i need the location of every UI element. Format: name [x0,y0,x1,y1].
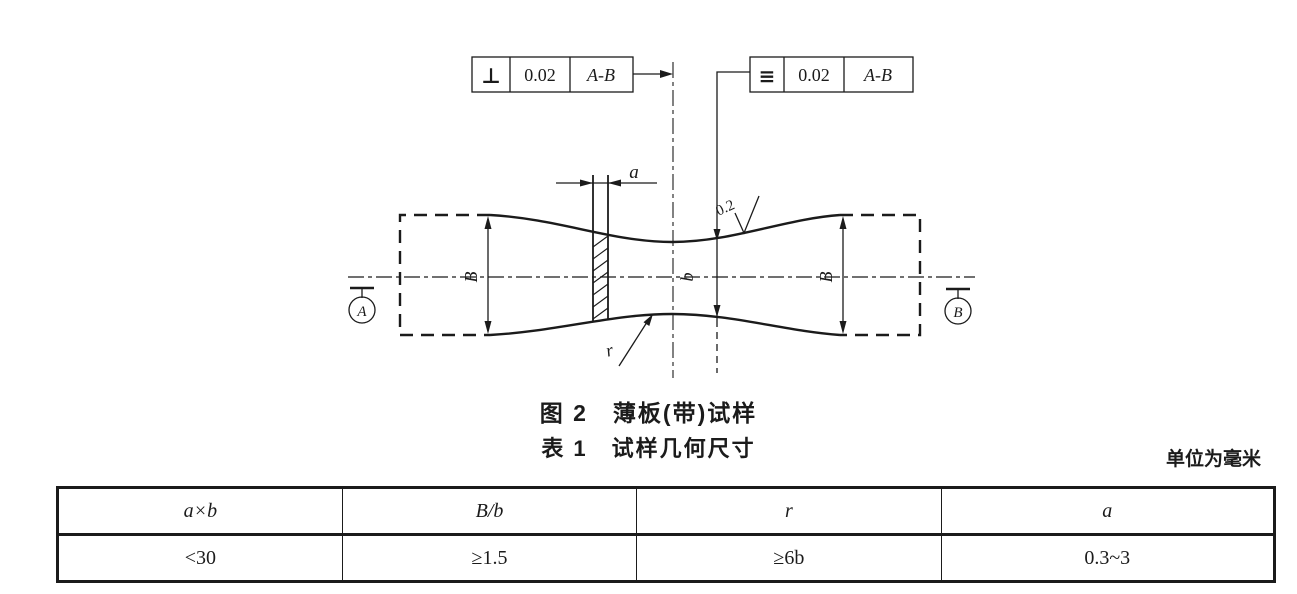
perpendicularity-frame: ⊥ 0.02 A-B [471,56,673,93]
dimensions-table: a×b B/b r a <30 ≥1.5 ≥6b 0.3~3 [56,486,1276,583]
datum-b-label: B [953,305,962,321]
section-strip [592,175,609,321]
col-header-axb: a×b [57,487,343,536]
table-title: 表 1 试样几何尺寸 [541,436,756,461]
specimen-drawing: ⊥ 0.02 A-B ≡ 0.02 A-B [348,56,975,378]
datum-a-circle [348,296,376,324]
grip-width-right-dimension: B [816,216,847,334]
cell-a: 0.3~3 [940,534,1276,582]
datum-reference: A-B [863,65,892,85]
roughness-icon-value: 0.2 [714,197,738,219]
datum-reference: A-B [586,65,615,85]
col-header-b-over-b: B/b [341,487,638,536]
right-grip-dashed [840,213,922,337]
datum-b: B [944,287,972,325]
datum-a: A [348,286,376,324]
datum-a-label: A [356,304,367,320]
radius-leader: r [603,314,653,367]
table-row: <30 ≥1.5 ≥6b 0.3~3 [57,534,1276,582]
cell-r: ≥6b [636,534,942,582]
symmetry-icon: ≡ [759,64,776,88]
datum-b-circle [944,297,972,325]
fillet-radius-label: r [603,339,616,360]
col-header-r: r [636,487,942,536]
b-dimension: b [677,236,721,373]
hatch-lines [592,235,609,320]
cell-axb: <30 [57,534,343,582]
table-header-row: a×b B/b r a [57,487,1276,536]
col-header-a: a [940,487,1276,536]
neck-width-label: b [677,273,697,282]
figure-caption: 图 2 薄板(带)试样 [539,400,758,426]
left-grip-dashed [398,213,490,337]
tolerance-value: 0.02 [524,65,556,85]
perpendicularity-icon: ⊥ [481,64,500,88]
thickness-label: a [629,162,639,183]
unit-note: 单位为毫米 [1165,449,1261,470]
cell-b-over-b: ≥1.5 [341,534,638,582]
grip-width-right-label: B [816,272,836,283]
specimen-outline [398,213,922,337]
symmetry-frame: ≡ 0.02 A-B [713,56,914,241]
roughness-mark: 0.2 [714,195,760,235]
grip-width-left-label: B [461,272,481,283]
tolerance-value: 0.02 [798,65,830,85]
a-dimension: a [556,162,657,187]
grip-width-left-dimension: B [461,216,492,334]
